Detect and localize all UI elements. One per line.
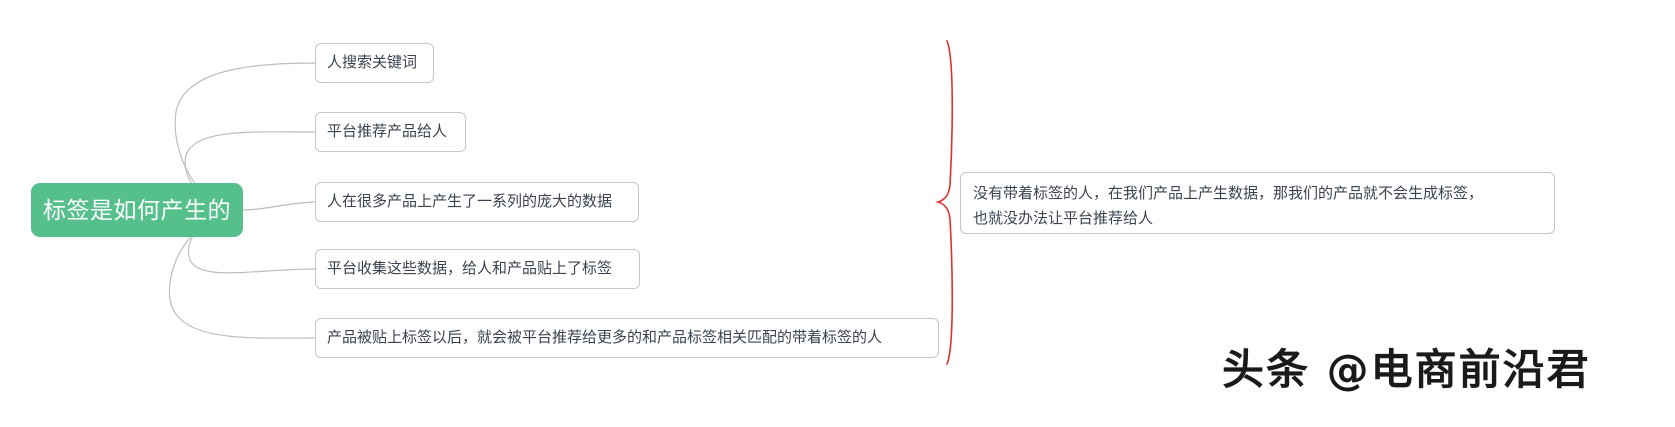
root-node[interactable]: 标签是如何产生的 (31, 183, 243, 237)
watermark: 头条 @电商前沿君 (1222, 345, 1591, 394)
topic-node-1[interactable]: 人搜索关键词 (315, 43, 434, 83)
topic-node-5[interactable]: 产品被贴上标签以后，就会被平台推荐给更多的和产品标签相关匹配的带着标签的人 (315, 318, 939, 358)
annotation-text: 没有带着标签的人，在我们产品上产生数据，那我们的产品就不会生成标签， 也就没办法… (973, 185, 1484, 227)
topic-node-label: 平台收集这些数据，给人和产品贴上了标签 (327, 260, 613, 277)
red-brace (935, 40, 954, 365)
topic-node-label: 人搜索关键词 (327, 54, 418, 71)
root-node-label: 标签是如何产生的 (43, 196, 231, 223)
topic-node-3[interactable]: 人在很多产品上产生了一系列的庞大的数据 (315, 182, 639, 222)
topic-node-label: 平台推荐产品给人 (327, 123, 448, 140)
topic-node-4[interactable]: 平台收集这些数据，给人和产品贴上了标签 (315, 249, 640, 289)
topic-node-label: 产品被贴上标签以后，就会被平台推荐给更多的和产品标签相关匹配的带着标签的人 (327, 329, 883, 346)
edge-root-to-topic-2 (242, 201, 316, 211)
annotation-node[interactable]: 没有带着标签的人，在我们产品上产生数据，那我们的产品就不会生成标签， 也就没办法… (960, 172, 1555, 234)
topic-node-2[interactable]: 平台推荐产品给人 (315, 112, 466, 152)
topic-node-label: 人在很多产品上产生了一系列的庞大的数据 (327, 193, 613, 210)
